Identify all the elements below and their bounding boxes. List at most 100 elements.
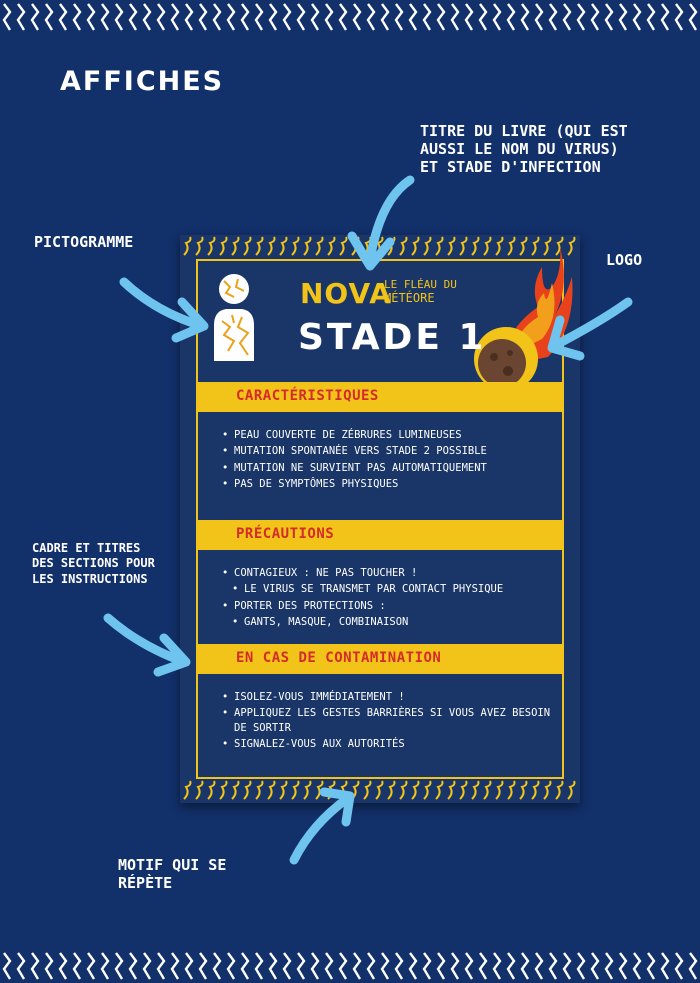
motif-stroke — [590, 3, 600, 31]
motif-stroke — [2, 952, 12, 980]
motif-stroke — [576, 952, 586, 980]
motif-stroke — [688, 3, 698, 31]
motif-stroke — [506, 952, 516, 980]
motif-stroke — [618, 3, 628, 31]
motif-stroke — [86, 3, 96, 31]
flame-stroke — [207, 236, 216, 256]
book-subtitle-line-1: LE FLÉAU DU — [384, 278, 457, 291]
list-item: APPLIQUEZ LES GESTES BARRIÈRES SI VOUS A… — [222, 706, 552, 735]
motif-stroke — [548, 3, 558, 31]
motif-stroke — [72, 3, 82, 31]
motif-stroke — [562, 3, 572, 31]
poster-flame-border-bottom — [183, 780, 576, 800]
motif-stroke — [226, 3, 236, 31]
list-item: MUTATION NE SURVIENT PAS AUTOMATIQUEMENT — [222, 461, 552, 476]
flame-stroke — [291, 780, 300, 800]
arrow-to-frame — [103, 613, 191, 677]
flame-stroke — [495, 780, 504, 800]
motif-stroke — [254, 952, 264, 980]
motif-stroke — [646, 3, 656, 31]
flame-stroke — [351, 780, 360, 800]
flame-stroke — [543, 236, 552, 256]
flame-stroke — [243, 236, 252, 256]
annotation-logo: LOGO — [606, 251, 643, 269]
flame-stroke — [219, 780, 228, 800]
motif-stroke — [30, 952, 40, 980]
motif-stroke — [590, 952, 600, 980]
motif-stroke — [114, 3, 124, 31]
flame-stroke — [483, 236, 492, 256]
motif-stroke — [324, 952, 334, 980]
motif-stroke — [660, 952, 670, 980]
annotation-pictogram: PICTOGRAMME — [34, 233, 134, 251]
list-item: PEAU COUVERTE DE ZÉBRURES LUMINEUSES — [222, 428, 552, 443]
motif-stroke — [576, 3, 586, 31]
motif-stroke — [464, 952, 474, 980]
motif-stroke — [632, 952, 642, 980]
flame-stroke — [255, 780, 264, 800]
list-item: SIGNALEZ-VOUS AUX AUTORITÉS — [222, 737, 552, 752]
page-title: AFFICHES — [60, 66, 225, 97]
arrow-to-title — [347, 175, 415, 271]
motif-stroke — [156, 952, 166, 980]
motif-stroke — [2, 3, 12, 31]
motif-stroke — [450, 952, 460, 980]
flame-stroke — [555, 780, 564, 800]
motif-stroke — [324, 3, 334, 31]
motif-stroke — [436, 952, 446, 980]
flame-stroke — [411, 236, 420, 256]
flame-stroke — [519, 780, 528, 800]
motif-stroke — [268, 3, 278, 31]
motif-stroke — [534, 952, 544, 980]
motif-stroke — [688, 952, 698, 980]
motif-stroke — [240, 952, 250, 980]
section-list-contamination: ISOLEZ-VOUS IMMÉDIATEMENT ! APPLIQUEZ LE… — [222, 690, 552, 754]
motif-stroke — [296, 3, 306, 31]
flame-stroke — [567, 780, 576, 800]
motif-stroke — [338, 952, 348, 980]
section-bar-characteristics: CARACTÉRISTIQUES — [196, 382, 564, 412]
motif-stroke — [184, 952, 194, 980]
motif-stroke — [604, 952, 614, 980]
flame-stroke — [219, 236, 228, 256]
flame-stroke — [315, 236, 324, 256]
annotation-title: TITRE DU LIVRE (QUI EST AUSSI LE NOM DU … — [420, 122, 628, 176]
list-item: ISOLEZ-VOUS IMMÉDIATEMENT ! — [222, 690, 552, 705]
motif-stroke — [674, 3, 684, 31]
motif-stroke — [310, 3, 320, 31]
motif-stroke — [58, 952, 68, 980]
motif-stroke — [478, 3, 488, 31]
flame-stroke — [375, 780, 384, 800]
motif-stroke — [366, 952, 376, 980]
motif-stroke — [58, 3, 68, 31]
motif-stroke — [44, 3, 54, 31]
poster: NOVA LE FLÉAU DU MÉTÉORE STADE 1 CARACTÉ… — [180, 235, 580, 803]
flame-stroke — [243, 780, 252, 800]
annotation-frame: CADRE ET TITRES DES SECTIONS POUR LES IN… — [32, 541, 155, 586]
motif-stroke — [464, 3, 474, 31]
list-item: LE VIRUS SE TRANSMET PAR CONTACT PHYSIQU… — [232, 582, 552, 597]
motif-stroke — [30, 3, 40, 31]
motif-stroke — [674, 952, 684, 980]
motif-stroke — [618, 952, 628, 980]
motif-stroke — [520, 952, 530, 980]
motif-stroke — [72, 952, 82, 980]
motif-stroke — [534, 3, 544, 31]
motif-stroke — [408, 952, 418, 980]
flame-stroke — [183, 780, 192, 800]
motif-stroke — [44, 952, 54, 980]
motif-stroke — [408, 3, 418, 31]
list-item: MUTATION SPONTANÉE VERS STADE 2 POSSIBLE — [222, 444, 552, 459]
section-bar-precautions: PRÉCAUTIONS — [196, 520, 564, 550]
motif-stroke — [156, 3, 166, 31]
flame-stroke — [495, 236, 504, 256]
motif-stroke — [296, 952, 306, 980]
flame-stroke — [183, 236, 192, 256]
motif-stroke — [254, 3, 264, 31]
arrow-to-logo — [547, 297, 633, 361]
flame-stroke — [279, 780, 288, 800]
motif-stroke — [282, 952, 292, 980]
section-title-characteristics: CARACTÉRISTIQUES — [236, 388, 379, 404]
flame-stroke — [267, 780, 276, 800]
motif-stroke — [142, 3, 152, 31]
